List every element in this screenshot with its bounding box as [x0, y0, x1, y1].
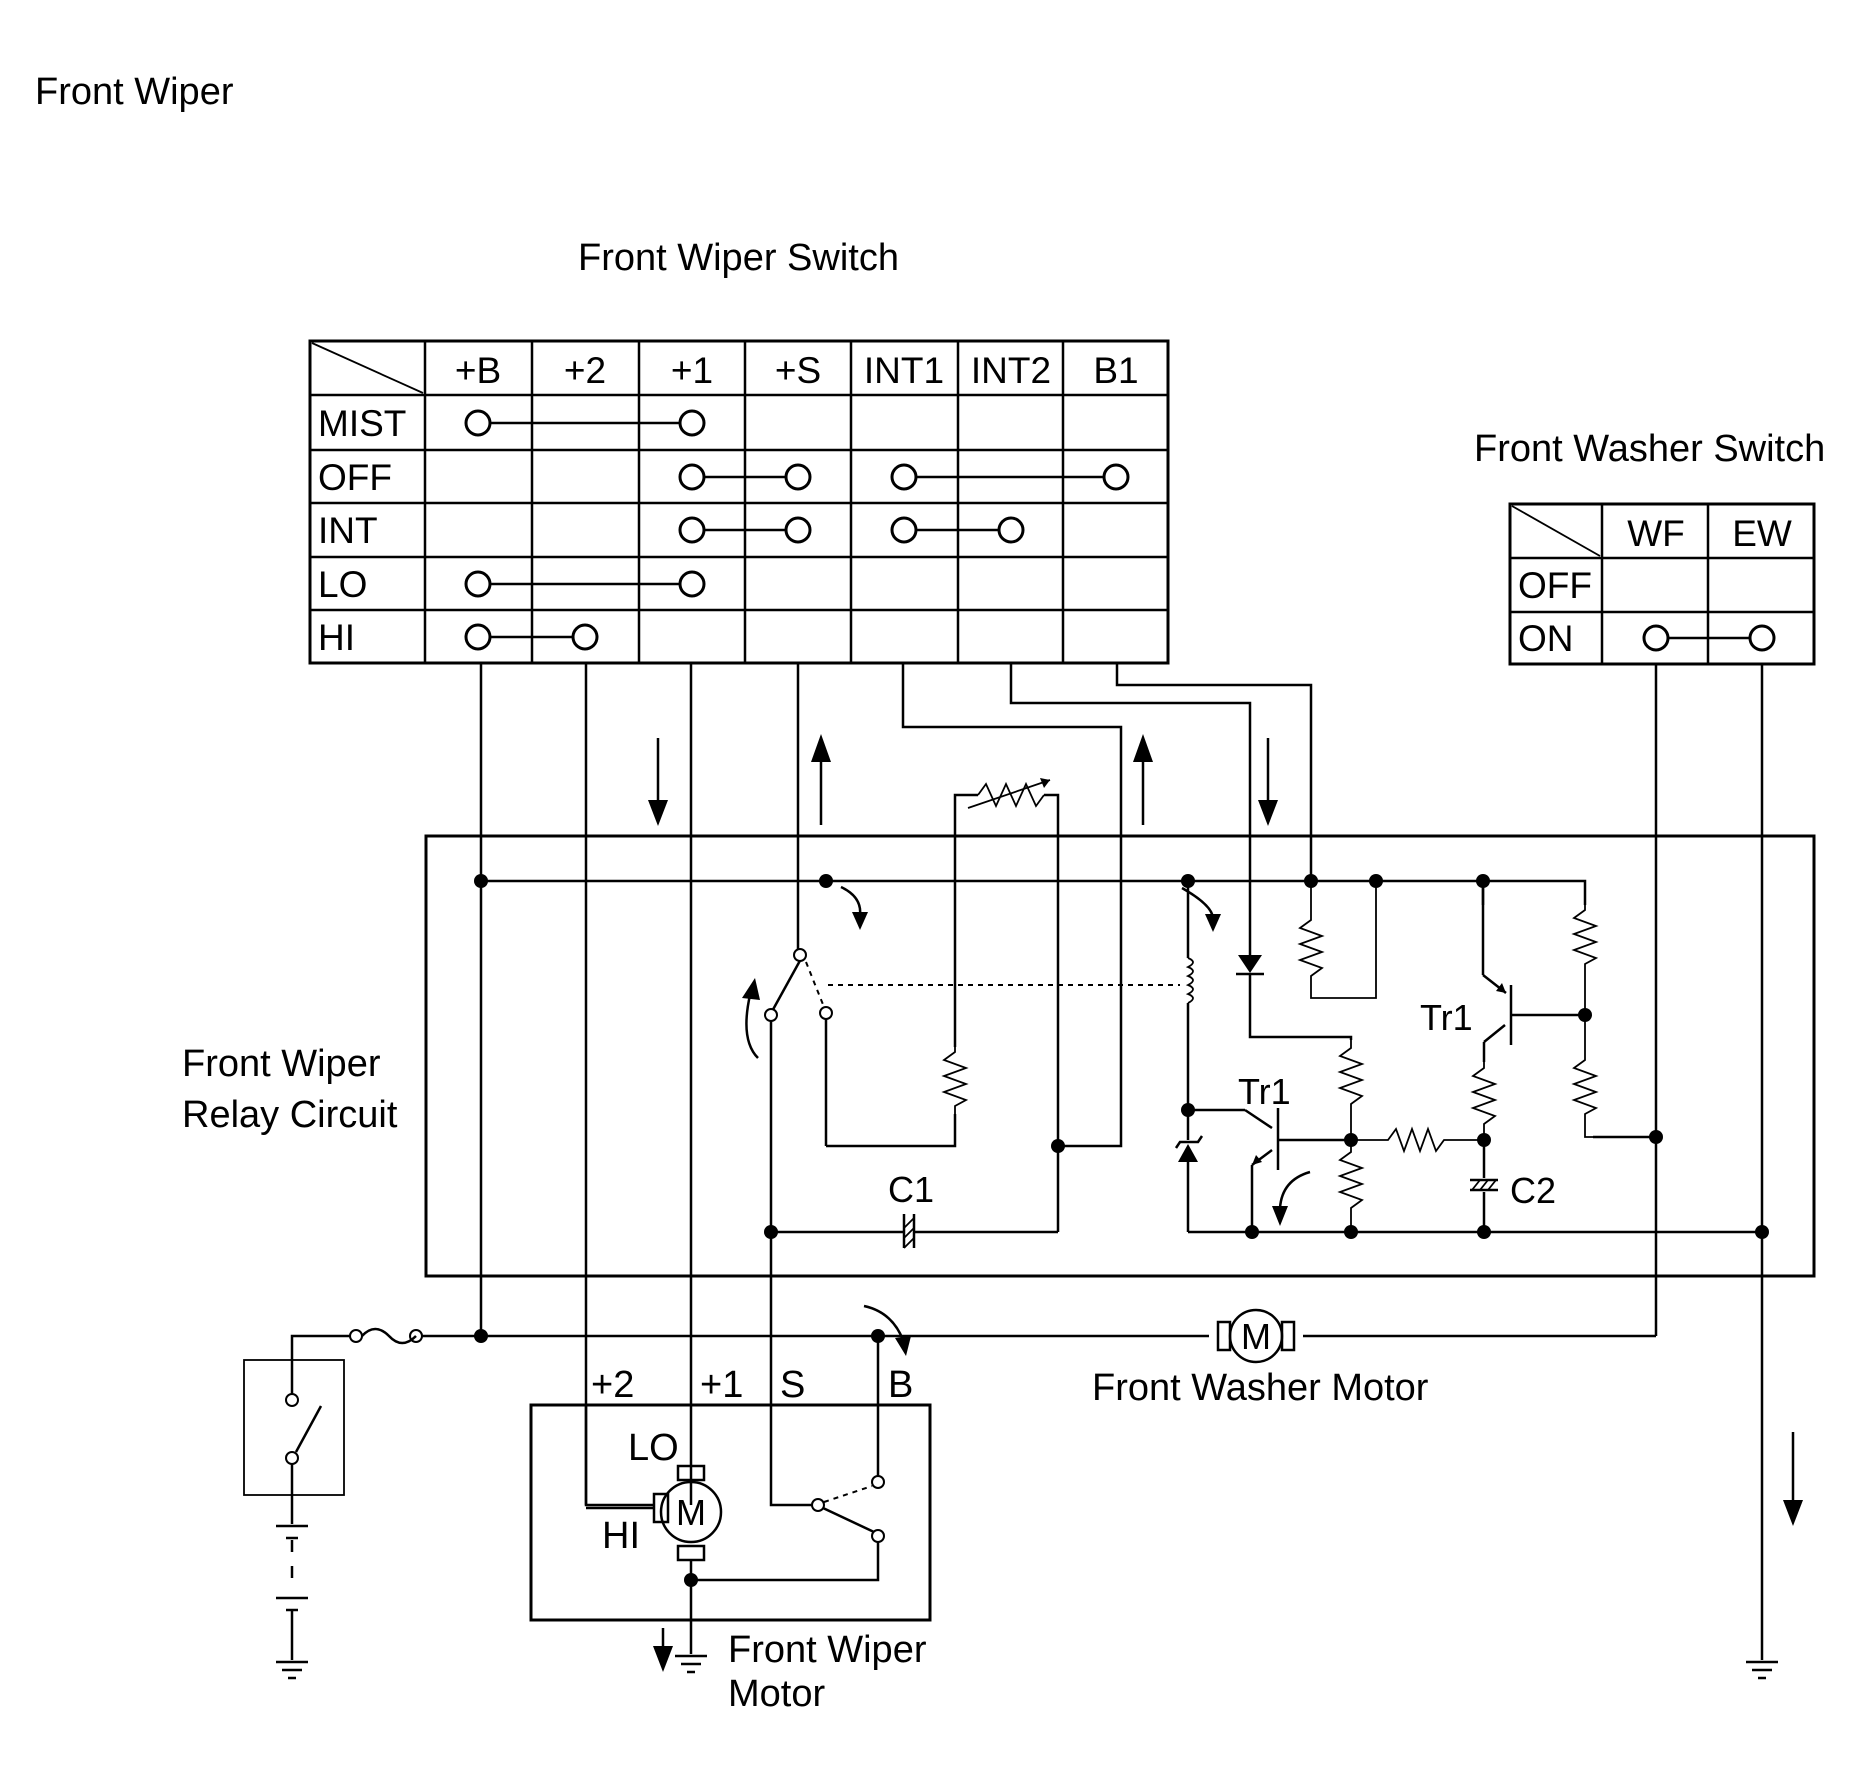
wiper-motor-terminal-b: B [888, 1364, 913, 1406]
wiper_switch-contact-terminal [997, 516, 1025, 544]
wiper-motor-label-line2: Motor [728, 1673, 825, 1715]
wiper_switch-col-header-plusb: +B [455, 350, 501, 391]
wiper_switch-col-header-int2: INT2 [971, 350, 1051, 391]
washer-switch-title: Front Washer Switch [1474, 428, 1825, 470]
wiper_switch-row-label-off: OFF [318, 457, 392, 498]
wiper_switch-contact-terminal [678, 570, 706, 598]
wiper_switch-contact-terminal [784, 516, 812, 544]
relay-label-line1: Front Wiper [182, 1043, 381, 1085]
c1-label: C1 [888, 1169, 934, 1210]
wiper_switch-contact-terminal [464, 570, 492, 598]
wiper_switch-row-label-hi: HI [318, 617, 355, 658]
page-title: Front Wiper [35, 71, 234, 113]
wiper-switch-table [308, 339, 1170, 665]
wiper_switch-contact-terminal [1102, 463, 1130, 491]
washer_switch-row-label-on: ON [1518, 618, 1574, 659]
wiper-motor-terminal-s: S [780, 1364, 805, 1406]
washer_switch-contact-terminal [1748, 624, 1776, 652]
wiper-switch-title: Front Wiper Switch [578, 237, 899, 279]
wiper_switch-row-label-mist: MIST [318, 403, 406, 444]
washer_switch-col-header-wf: WF [1627, 513, 1685, 554]
tr1-upper-label: Tr1 [1420, 997, 1473, 1038]
wiper_switch-col-header-b1: B1 [1093, 350, 1138, 391]
wiper_switch-row-label-lo: LO [318, 564, 367, 605]
relay-circuit: Front Wiper Relay Circuit C1 [182, 778, 1816, 1278]
wiper-motor-hi-label: HI [602, 1515, 640, 1557]
wiper_switch-row-label-int: INT [318, 510, 378, 551]
wiper-motor-label-line1: Front Wiper [728, 1629, 927, 1671]
wiper-motor-terminal-plus2: +2 [591, 1364, 634, 1406]
washer-motor-label: Front Washer Motor [1092, 1367, 1429, 1409]
lower-harness [243, 1137, 1778, 1680]
wiper_switch-col-header-plus1: +1 [671, 350, 713, 391]
wiper-motor: +2 +1 S B M LO HI Front Wiper Motor [529, 1232, 932, 1715]
relay-label-line2: Relay Circuit [182, 1094, 398, 1136]
wiper-motor-symbol: M [676, 1492, 706, 1533]
current-flow-arrows [648, 734, 1803, 1672]
washer_switch-row-label-off: OFF [1518, 565, 1592, 606]
wiper_switch-contact-terminal [464, 409, 492, 437]
wiper_switch-col-header-pluss: +S [775, 350, 821, 391]
washer_switch-col-header-ew: EW [1732, 513, 1792, 554]
wiper-motor-terminal-plus1: +1 [700, 1364, 743, 1406]
tr1-lower-label: Tr1 [1238, 1071, 1291, 1112]
wiper-motor-lo-label: LO [628, 1427, 679, 1469]
wiper_switch-contact-terminal [464, 623, 492, 651]
wiper_switch-contact-terminal [571, 623, 599, 651]
wiper_switch-contact-terminal [678, 409, 706, 437]
washer-motor: M Front Washer Motor [1092, 1308, 1429, 1409]
wiper_switch-contact-terminal [678, 516, 706, 544]
switch-wires [479, 663, 1764, 1648]
wiper_switch-contact-terminal [890, 516, 918, 544]
wiper_switch-contact-terminal [890, 463, 918, 491]
wiper_switch-contact-terminal [784, 463, 812, 491]
washer_switch-contact-terminal [1642, 624, 1670, 652]
wiper_switch-col-header-int1: INT1 [864, 350, 944, 391]
wiper_switch-contact-terminal [678, 463, 706, 491]
wiper_switch-col-header-plus2: +2 [564, 350, 606, 391]
c2-label: C2 [1510, 1170, 1556, 1211]
washer-motor-symbol: M [1241, 1316, 1271, 1357]
